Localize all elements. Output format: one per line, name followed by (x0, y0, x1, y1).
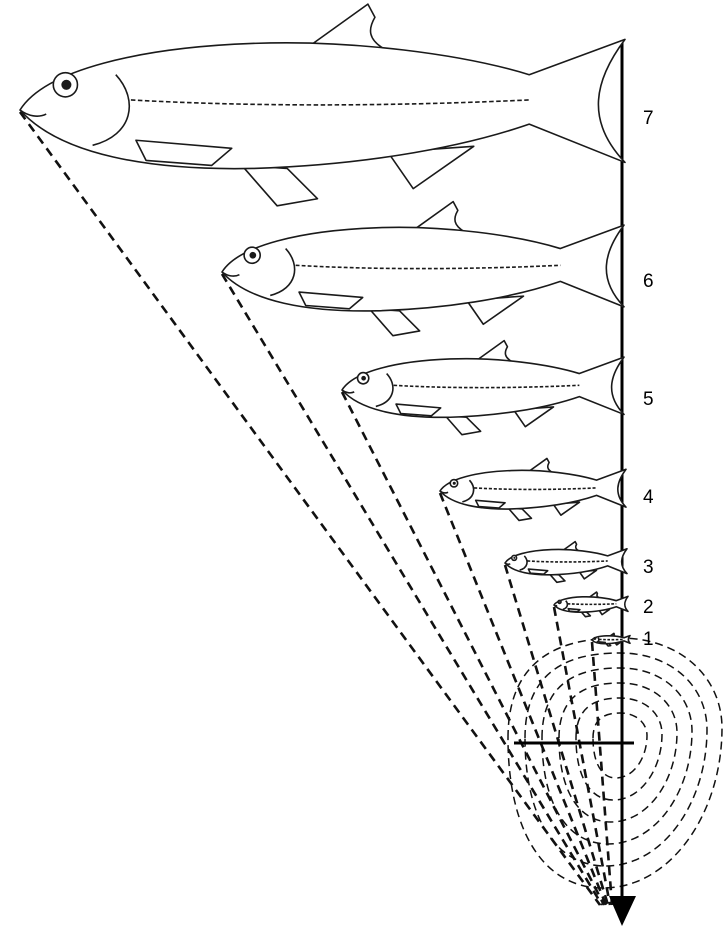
fish-icon (20, 4, 625, 206)
origin-contours (508, 638, 722, 888)
stage-label: 5 (643, 389, 654, 410)
stage-label: 3 (643, 557, 654, 578)
stage-label: 2 (643, 597, 654, 618)
fish-stages (20, 4, 630, 646)
axis-arrowhead (609, 896, 636, 926)
fish-icon (554, 592, 628, 617)
stage-label: 6 (643, 271, 654, 292)
fish-icon (222, 202, 624, 336)
growth-ray (342, 392, 604, 905)
stage-label: 1 (643, 629, 654, 650)
contour-line (542, 668, 692, 844)
fish-icon (342, 341, 624, 435)
stage-label: 4 (643, 487, 654, 508)
fish-icon (505, 542, 627, 583)
contour-line (508, 638, 722, 888)
fish-icon (440, 458, 626, 520)
stage-labels: 1 2 3 4 5 6 7 (643, 108, 654, 650)
stage-label: 7 (643, 108, 654, 129)
contour-line (525, 653, 707, 866)
fish-icon (592, 633, 630, 646)
